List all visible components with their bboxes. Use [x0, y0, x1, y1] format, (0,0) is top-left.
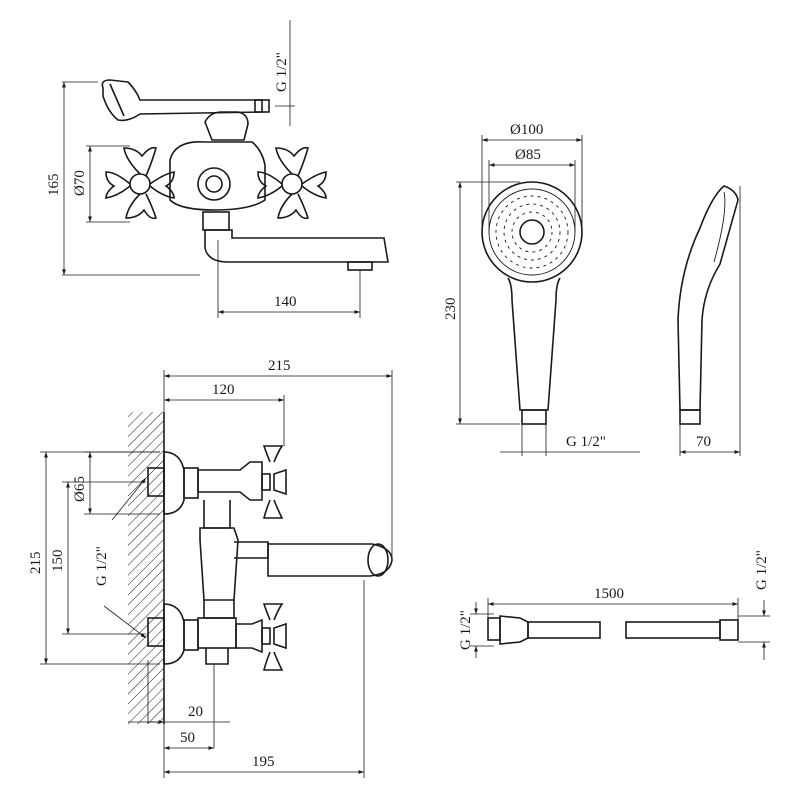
shower-length-label: 230 [443, 298, 459, 321]
shower-head-front-view: Ø100 Ø85 230 G 1/2" [443, 122, 640, 456]
top-thread-label: G 1/2" [274, 52, 290, 92]
side-rosette-diameter-label: Ø65 [72, 476, 88, 502]
hose-right-thread-label: G 1/2" [754, 550, 770, 590]
top-height-label: 165 [46, 174, 62, 197]
side-wall-offset-20-label: 20 [188, 704, 203, 720]
shower-hose: 1500 G 1/2" G 1/2" [458, 550, 770, 660]
side-wall-offset-50-label: 50 [180, 730, 195, 746]
side-mixer-view: 215 120 215 Ø65 150 G 1/2" 20 50 195 [28, 358, 393, 778]
upper-cross-handle [261, 445, 287, 519]
hose-length-label: 1500 [594, 586, 624, 602]
shower-face-diameter-label: Ø85 [515, 147, 541, 163]
side-thread-label: G 1/2" [94, 546, 110, 586]
right-cross-handle [257, 146, 327, 220]
top-spout-length-label: 140 [274, 294, 297, 310]
side-height-label: 215 [28, 552, 44, 575]
shower-thread-label: G 1/2" [566, 434, 606, 450]
shower-head-side-view: 70 [677, 185, 741, 456]
shower-depth-label: 70 [696, 434, 711, 450]
lower-cross-handle [235, 603, 287, 671]
top-mixer-view: G 1/2" 165 Ø70 140 [46, 20, 389, 318]
side-handle-offset-label: 120 [212, 382, 235, 398]
side-total-width-label: 215 [268, 358, 291, 374]
hose-left-thread-label: G 1/2" [458, 610, 474, 650]
side-spout-reach-label: 195 [252, 754, 275, 770]
side-inlet-spacing-label: 150 [50, 550, 66, 573]
top-handle-diameter-label: Ø70 [72, 170, 88, 196]
shower-outer-diameter-label: Ø100 [510, 122, 543, 138]
left-cross-handle [105, 146, 175, 220]
